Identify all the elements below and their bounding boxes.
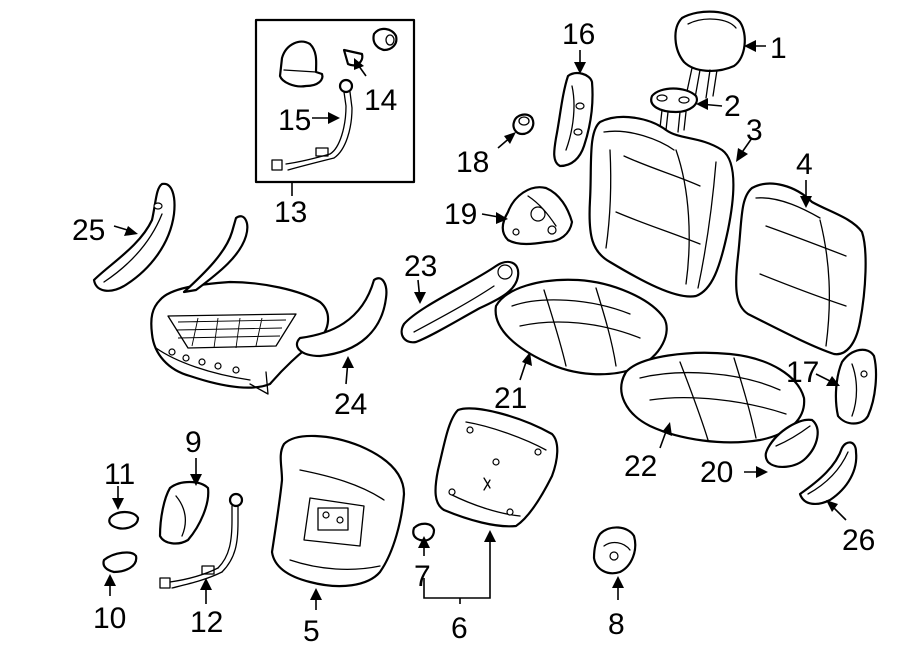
callout-10: 10 (93, 602, 126, 635)
callout-17: 17 (786, 356, 819, 389)
callout-13: 13 (274, 196, 307, 229)
part-17-side-trim (834, 348, 878, 425)
callout-5: 5 (303, 615, 320, 648)
callout-16: 16 (562, 18, 595, 51)
callout-11: 11 (104, 458, 135, 491)
leader-lines (104, 40, 847, 610)
callout-4: 4 (796, 148, 813, 181)
callout-14: 14 (364, 84, 397, 117)
callout-6: 6 (451, 612, 468, 645)
callout-3: 3 (746, 114, 763, 147)
callout-24: 24 (334, 388, 367, 421)
part-23-hinge-cover (400, 260, 520, 344)
callout-9: 9 (185, 426, 202, 459)
part-19-recliner-bracket (501, 186, 574, 246)
callout-20: 20 (700, 456, 733, 489)
part-6-back-panel (412, 407, 559, 542)
part-22-seat-cushion-cover (620, 351, 806, 444)
callout-7: 7 (414, 560, 431, 593)
callout-25: 25 (72, 214, 105, 247)
part-18-knob (512, 113, 535, 136)
part-24-seat-frame (150, 215, 388, 395)
callout-23: 23 (404, 250, 437, 283)
part-9-trim (158, 480, 210, 545)
callout-18: 18 (456, 146, 489, 179)
callout-2: 2 (724, 90, 741, 123)
callout-19: 19 (444, 198, 477, 231)
callout-labels: 1 2 3 4 5 6 7 8 9 10 11 12 13 14 15 16 1… (72, 18, 875, 648)
part-12-cable (159, 492, 244, 589)
part-4-seat-back-cover (735, 182, 867, 356)
part-1-headrest (674, 10, 746, 99)
part-21-seat-cushion-cover (494, 278, 668, 376)
part-10-cap (102, 551, 138, 574)
callout-21: 21 (494, 382, 527, 415)
part-20-end-cover (764, 418, 819, 468)
callout-26: 26 (842, 524, 875, 557)
callout-22: 22 (624, 450, 657, 483)
callout-8: 8 (608, 608, 625, 641)
part-11-cap (108, 510, 140, 530)
callout-15: 15 (278, 104, 311, 137)
part-2-headrest-guide (650, 87, 698, 133)
part-8-latch (592, 526, 637, 575)
part-13-inset (254, 18, 416, 184)
part-16-trim-panel (553, 72, 594, 168)
part-5-seat-back-frame (270, 434, 406, 588)
part-25-trim (92, 182, 176, 292)
callout-1: 1 (770, 32, 787, 65)
callout-12: 12 (190, 606, 223, 639)
part-26-trim (798, 441, 858, 506)
part-3-seat-back-cover (588, 115, 735, 298)
